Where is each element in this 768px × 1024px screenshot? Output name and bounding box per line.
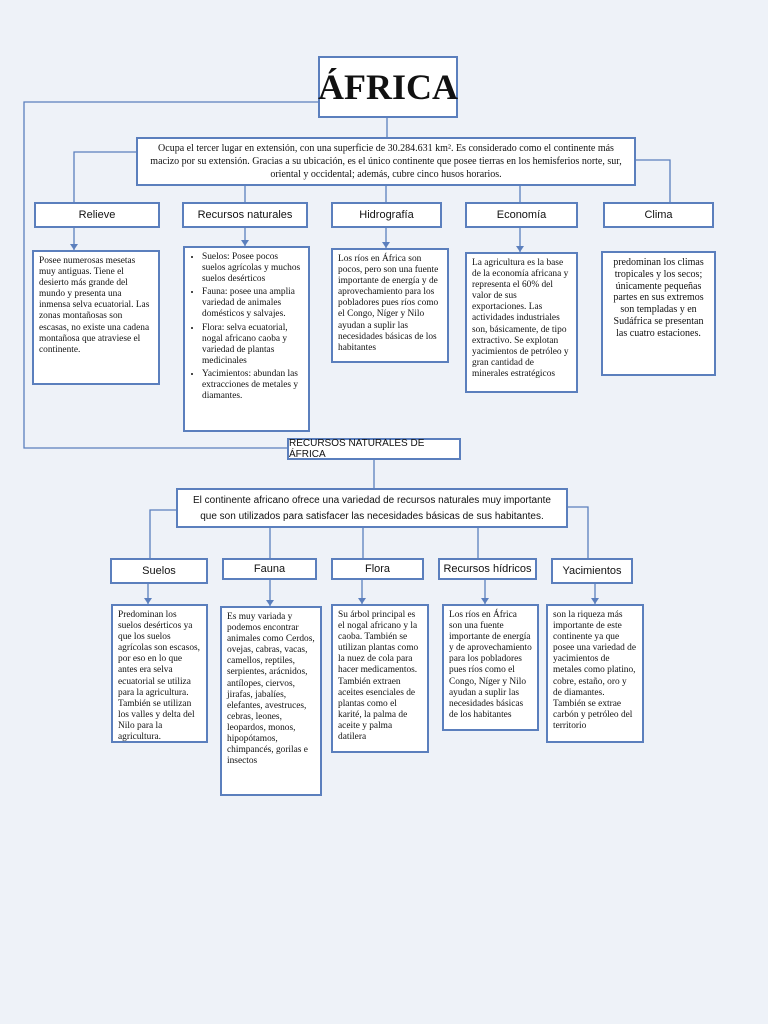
header-recursos-naturales: Recursos naturales <box>182 202 308 228</box>
yacimientos-text: son la riqueza más importante de este co… <box>546 604 644 743</box>
list-item: Yacimientos: abundan las extracciones de… <box>202 369 303 402</box>
header-economia: Economía <box>465 202 578 228</box>
header-recursos-hidricos: Recursos hídricos <box>438 558 537 580</box>
header-relieve: Relieve <box>34 202 160 228</box>
economia-text: La agricultura es la base de la economía… <box>465 252 578 393</box>
header-fauna: Fauna <box>222 558 317 580</box>
header-flora: Flora <box>331 558 424 580</box>
section2-title: RECURSOS NATURALES DE ÁFRICA <box>287 438 461 460</box>
header-clima: Clima <box>603 202 714 228</box>
recursos-naturales-list: Suelos: Posee pocos suelos agrícolas y m… <box>183 246 310 432</box>
list-item: Fauna: posee una amplia variedad de anim… <box>202 287 303 320</box>
header-hidrografia: Hidrografía <box>331 202 442 228</box>
list-item: Flora: selva ecuatorial, nogal africano … <box>202 323 303 367</box>
intro-box: Ocupa el tercer lugar en extensión, con … <box>136 137 636 186</box>
relieve-text: Posee numerosas mesetas muy antiguas. Ti… <box>32 250 160 385</box>
recursos-hidricos-text: Los ríos en África son una fuente import… <box>442 604 539 731</box>
header-yacimientos: Yacimientos <box>551 558 633 584</box>
list-item: Suelos: Posee pocos suelos agrícolas y m… <box>202 252 303 285</box>
suelos-text: Predominan los suelos desérticos ya que … <box>111 604 208 743</box>
page-title: ÁFRICA <box>318 56 458 118</box>
header-suelos: Suelos <box>110 558 208 584</box>
flora-text: Su árbol principal es el nogal africano … <box>331 604 429 753</box>
hidrografia-text: Los ríos en África son pocos, pero son u… <box>331 248 449 363</box>
clima-text: predominan los climas tropicales y los s… <box>601 251 716 376</box>
section2-intro: El continente africano ofrece una varied… <box>176 488 568 528</box>
fauna-text: Es muy variada y podemos encontrar anima… <box>220 606 322 796</box>
